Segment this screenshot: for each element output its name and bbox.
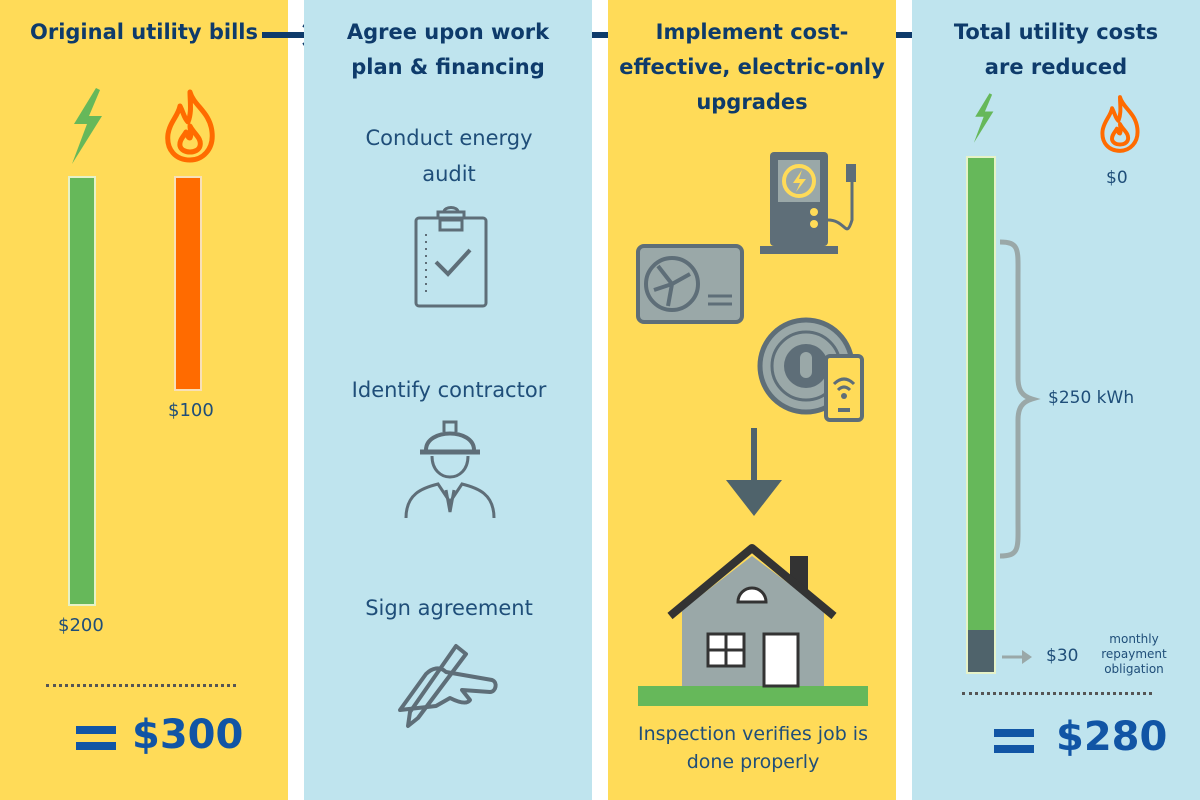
contractor-icon [404,420,496,519]
repayment-value-label: $30 [1046,646,1079,666]
heading-reduced-costs: Total utility costs are reduced [953,20,1159,79]
smart-thermostat-icon [757,317,864,422]
electric-value-label: $200 [58,615,104,636]
panel-original-bills: Original utility bills $100 $200 $300 [0,0,288,800]
flame-icon [1100,95,1140,153]
agreement-label: Sign agreement [365,596,533,620]
electric-bar [68,176,96,606]
electric-bar [966,156,996,630]
lightning-icon [72,88,102,164]
gas-value-label: $0 [1106,168,1128,188]
audit-label: Conduct energy audit [365,126,533,186]
divider-dotted [46,684,236,687]
heading-upgrades: Implement cost-effective, electric-only … [619,20,885,114]
lightning-icon [973,93,994,143]
heading-work-plan: Agree upon work plan & financing [346,20,550,79]
house-icon [638,544,868,706]
electric-value-label: $250 kWh [1048,388,1135,408]
gas-bar [174,176,202,391]
heat-pump-icon [636,244,744,324]
repayment-note: monthly repayment obligation [1101,632,1167,676]
flame-icon [165,89,215,163]
heading-original-bills: Original utility bills [29,20,259,44]
panel-work-plan: Agree upon work plan & financing Conduct… [304,0,592,800]
clipboard-check-icon [414,206,488,308]
equals-icon [76,726,116,750]
ev-charger-icon [760,152,856,254]
reduced-total: $280 [1056,714,1168,760]
contractor-label: Identify contractor [351,378,547,402]
repayment-bar [966,630,996,674]
divider-dotted [962,692,1152,695]
panel-reduced-costs: Total utility costs are reduced $0 $250 … [912,0,1200,800]
panel-upgrades: Implement cost-effective, electric-only … [608,0,896,800]
equals-icon [994,729,1034,753]
signing-hand-icon [398,644,498,728]
arrow-down-icon [726,428,782,516]
inspection-label: Inspection verifies job is done properly [638,723,868,773]
original-total: $300 [132,712,244,758]
gas-value-label: $100 [168,400,214,421]
arrow-right-icon [1002,650,1032,664]
curly-brace-icon [999,239,1041,559]
